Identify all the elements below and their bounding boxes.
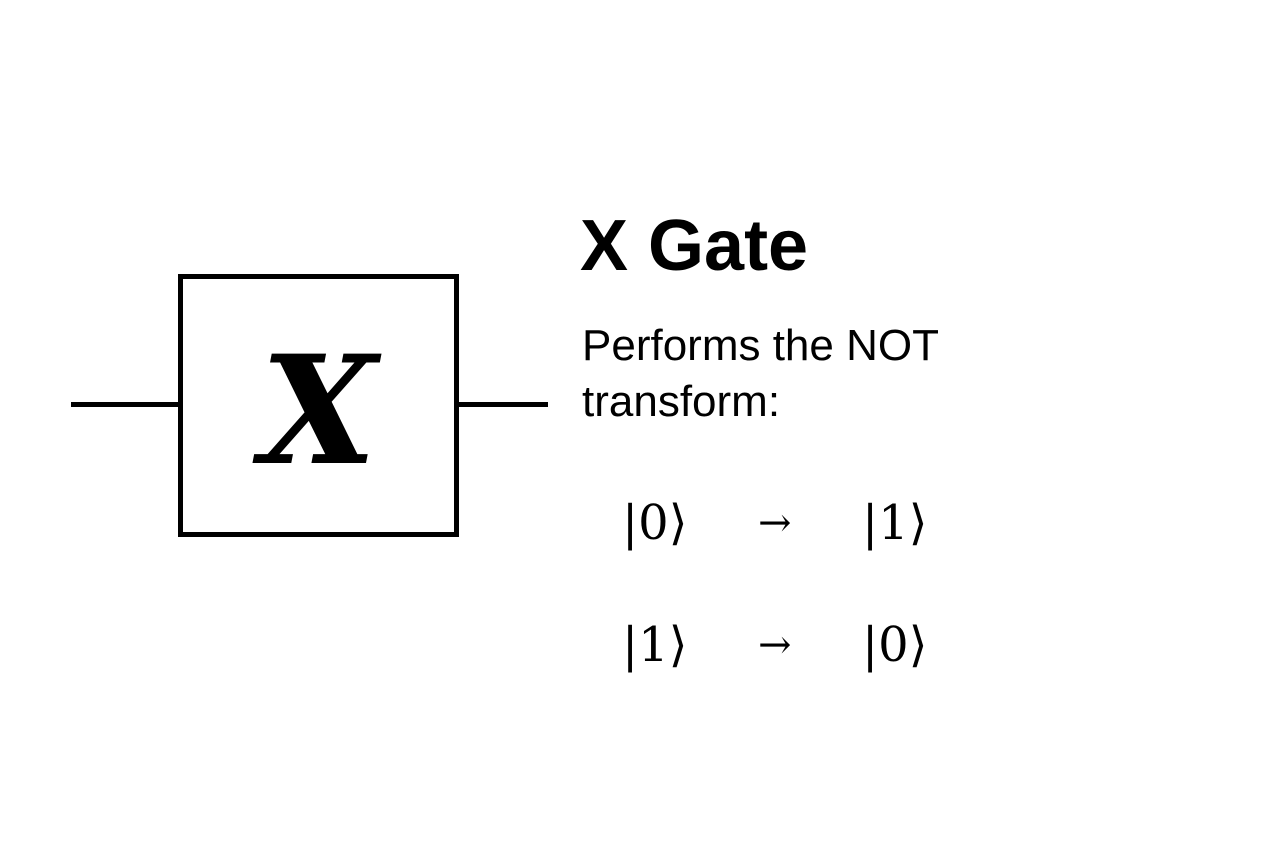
mapping-input-state: |1⟩ bbox=[622, 617, 688, 673]
mapping-output-state: |1⟩ bbox=[862, 495, 928, 551]
output-wire bbox=[455, 402, 548, 407]
gate-symbol: X bbox=[260, 322, 377, 499]
mapping-arrow-icon: → bbox=[758, 622, 792, 668]
mapping-row: |1⟩ → |0⟩ bbox=[0, 610, 1280, 680]
x-gate-box: X bbox=[178, 274, 459, 537]
mapping-output-state: |0⟩ bbox=[862, 617, 928, 673]
mapping-row: |0⟩ → |1⟩ bbox=[0, 488, 1280, 558]
input-wire bbox=[71, 402, 180, 407]
gate-description: Performs the NOT transform: bbox=[582, 321, 939, 426]
mapping-input-state: |0⟩ bbox=[622, 495, 688, 551]
gate-title: X Gate bbox=[580, 206, 809, 286]
mapping-arrow-icon: → bbox=[758, 500, 792, 546]
